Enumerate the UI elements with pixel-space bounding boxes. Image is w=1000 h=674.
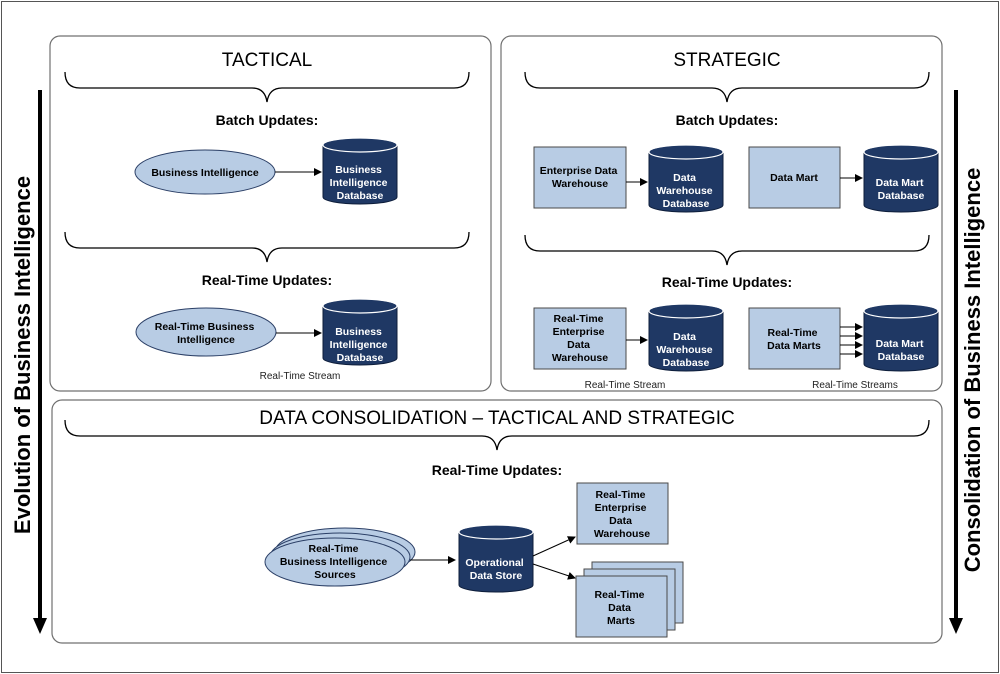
tactical-rt-database [322, 298, 398, 366]
right-consolidation-arrow [949, 90, 963, 634]
tactical-batch-bi-label: Business Intelligence [151, 167, 259, 179]
strategic-panel: STRATEGIC Batch Updates: Enterprise Data… [500, 35, 943, 392]
tactical-top-brace [64, 71, 470, 103]
strategic-batch-mart-label: Data Mart [770, 172, 818, 184]
tactical-batch-database [322, 137, 398, 205]
consolidation-edw-box [576, 482, 669, 545]
tactical-title: TACTICAL [222, 50, 312, 71]
consolidation-title: DATA CONSOLIDATION – TACTICAL AND STRATE… [259, 408, 734, 429]
strategic-batch-edw-database [648, 144, 724, 213]
consolidation-sources-stack [264, 527, 416, 587]
left-side-label: Evolution of Business Intelligence [10, 176, 35, 534]
consolidation-rt-title: Real-Time Updates: [432, 462, 562, 478]
tactical-rt-db-label: Business Intelligence Database [330, 326, 391, 364]
consolidation-marts-stack [575, 561, 684, 638]
strategic-batch-mart-box [748, 146, 841, 209]
strategic-rt-mart-arrows [840, 323, 863, 358]
consolidation-marts-label: Real-Time Data Marts [595, 589, 648, 627]
strategic-title: STRATEGIC [673, 50, 780, 71]
tactical-rt-bi-label: Real-Time Business Intelligence [155, 321, 258, 346]
strategic-panel-frame [500, 35, 943, 392]
strategic-rt-edw-database [648, 303, 724, 372]
strategic-batch-mart-db-label: Data Mart Database [876, 177, 927, 202]
strategic-rt-mart-database [863, 303, 939, 372]
consolidation-panel: DATA CONSOLIDATION – TACTICAL AND STRATE… [51, 399, 943, 644]
consolidation-brace [64, 419, 930, 451]
strategic-rt-mart-caption: Real-Time Streams [812, 380, 898, 391]
strategic-rt-edw-caption: Real-Time Stream [585, 380, 666, 391]
tactical-batch-title: Batch Updates: [216, 112, 319, 128]
strategic-rt-edw-db-label: Data Warehouse Database [656, 331, 715, 369]
tactical-mid-brace [64, 231, 470, 263]
strategic-batch-edw-box [533, 146, 627, 209]
strategic-batch-mart-database [863, 144, 939, 213]
tactical-rt-caption: Real-Time Stream [260, 371, 341, 382]
strategic-rt-mart-label: Real-Time Data Marts [767, 327, 821, 352]
tactical-batch-db-label: Business Intelligence Database [330, 164, 391, 202]
strategic-batch-edw-db-label: Data Warehouse Database [656, 172, 715, 210]
tactical-panel: TACTICAL Batch Updates: Business Intelli… [49, 35, 492, 392]
strategic-rt-edw-label: Real-Time Enterprise Data Warehouse [552, 313, 608, 364]
strategic-batch-edw-label: Enterprise Data Warehouse [540, 165, 621, 190]
consolidation-ods-to-marts-arrow [532, 563, 576, 580]
tactical-rt-title: Real-Time Updates: [202, 272, 332, 288]
strategic-batch-title: Batch Updates: [676, 112, 779, 128]
strategic-rt-mart-db-label: Data Mart Database [876, 338, 927, 363]
consolidation-panel-frame [51, 399, 943, 644]
strategic-rt-title: Real-Time Updates: [662, 274, 792, 290]
consolidation-ods-to-edw-arrow [532, 536, 576, 557]
strategic-rt-mart-box [748, 307, 841, 370]
left-evolution-arrow [33, 90, 47, 634]
right-side-label: Consolidation of Business Intelligence [960, 168, 985, 573]
consolidation-edw-label: Real-Time Enterprise Data Warehouse [594, 489, 650, 540]
strategic-mid-brace [524, 234, 930, 266]
strategic-rt-edw-box [533, 307, 627, 370]
strategic-top-brace [524, 71, 930, 103]
consolidation-ods-label: Operational Data Store [465, 557, 526, 582]
consolidation-sources-label: Real-Time Business Intelligence Sources [280, 543, 390, 581]
tactical-rt-bi-ellipse [135, 307, 277, 357]
consolidation-ods-database [458, 524, 534, 593]
